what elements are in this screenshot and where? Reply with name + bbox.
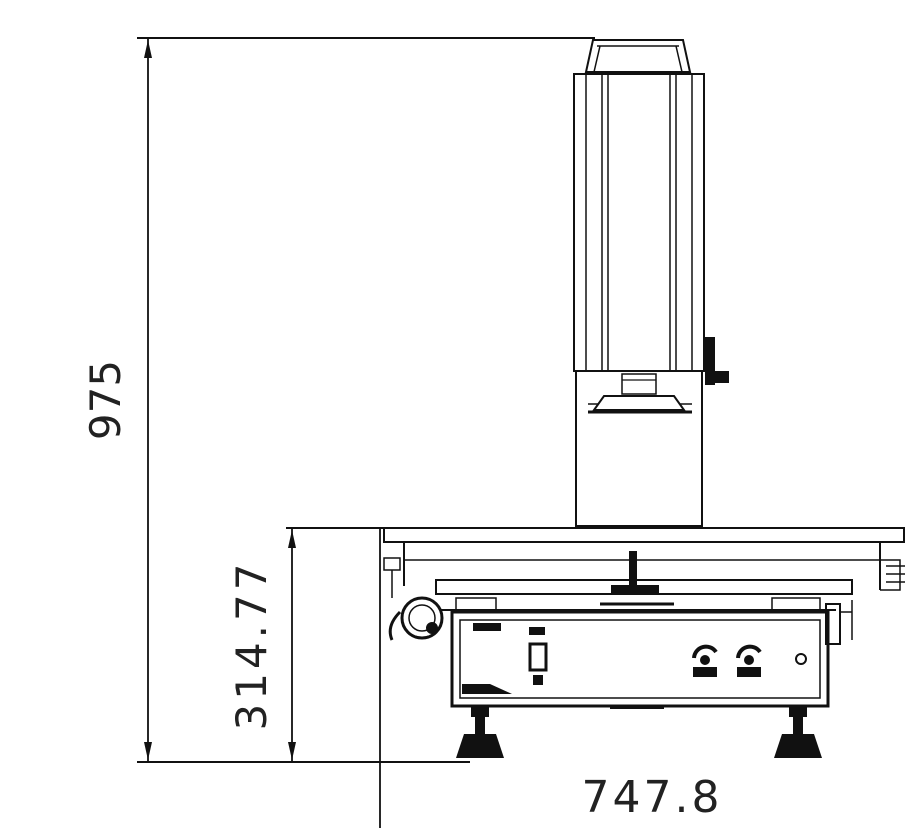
width-label: 747.8: [582, 772, 723, 823]
leveling-foot-right: [774, 705, 822, 758]
leveling-foot-left: [456, 705, 504, 758]
column-tower: [573, 39, 729, 527]
dimension-table-height: [286, 527, 410, 762]
dimension-overall-height: [137, 37, 595, 763]
gauge-dial: [388, 596, 444, 641]
overall-height-label: 975: [81, 360, 130, 440]
table-height-label: 314.77: [227, 560, 276, 731]
control-base: [450, 610, 830, 709]
worktable: [383, 527, 905, 645]
